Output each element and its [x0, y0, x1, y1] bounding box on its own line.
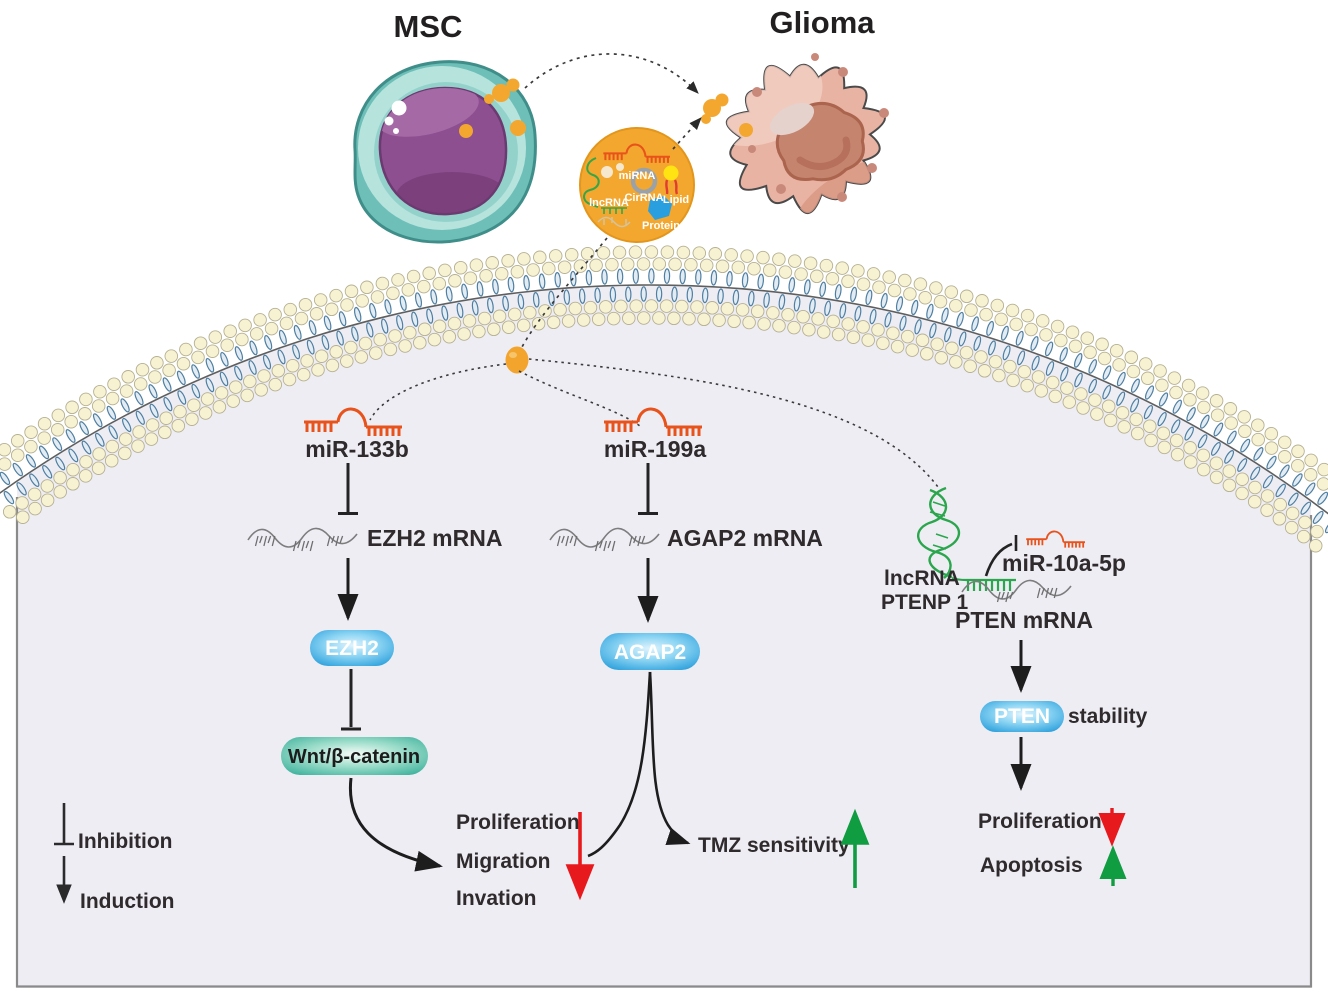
exosome-dot [505, 346, 529, 374]
effect-migration-label: Migration [456, 850, 551, 873]
mirna-hairpin-icon [603, 143, 671, 163]
cargo-distribution-curves [369, 358, 939, 488]
pten-pill-label: PTEN [994, 705, 1050, 728]
lipid-head-icon [663, 165, 679, 181]
pathway-mir133b: miR-133b EZH2 mRNA EZH2 Wnt/β-catenin Pr… [247, 407, 595, 910]
exosome-dots-at-msc-edge [459, 78, 526, 138]
vesicle-to-membrane-line [521, 237, 608, 348]
exosome-in-cytoplasm [369, 346, 939, 488]
effect-apoptosis-label: Apoptosis [980, 854, 1083, 877]
ezh2-inhibits-wnt [341, 669, 361, 731]
ezh2-mrna-label: EZH2 mRNA [367, 525, 502, 551]
ezh2-pill [310, 630, 394, 666]
protein-blob-icon [648, 196, 672, 220]
msc-to-glioma-arrow [524, 53, 699, 94]
mir10a5p-hairpin-icon [1026, 530, 1086, 548]
circrna-ring-icon [630, 167, 658, 195]
lipid-tails-icon [665, 179, 679, 195]
curve-to-lncrna [528, 358, 939, 488]
vesicle-granule [616, 163, 624, 171]
mir133b-label: miR-133b [305, 436, 409, 462]
pten-mrna-icon [961, 579, 1072, 603]
glioma-nucleus-fold [796, 136, 851, 170]
lncrna-label-line2: PTENP 1 [881, 591, 968, 614]
glioma-dots [748, 53, 889, 202]
agap2-pill [600, 633, 700, 670]
pathway-mir199a: miR-199a AGAP2 mRNA AGAP2 TMZ sensitivit… [549, 407, 870, 888]
cell-border [15, 497, 1313, 988]
mir199a-label: miR-199a [604, 436, 706, 462]
vesicle-lncrna-label: lncRNA [589, 197, 629, 209]
wnt-pill-label: Wnt/β-catenin [288, 746, 420, 768]
tmz-sensitivity-label: TMZ sensitivity [698, 834, 850, 857]
mir199a-hairpin-icon [604, 407, 702, 436]
wnt-effects-arrow [348, 777, 443, 872]
lncrna-icon-small [583, 157, 600, 208]
glioma-title: Glioma [769, 5, 875, 40]
inhibition-symbol [54, 803, 74, 846]
vesicle-protein-label: Protein [642, 220, 680, 232]
legend: Inhibition Induction [54, 803, 174, 913]
lncrna-comb-small [601, 207, 627, 214]
vesicle-mirna-label: miRNA [619, 170, 656, 182]
agap2-mrna-label: AGAP2 mRNA [667, 525, 823, 551]
ezh2-pill-label: EZH2 [325, 637, 379, 660]
sponge-inhibition-hook [984, 542, 1013, 577]
mir199a-inhibits-agap2 [638, 463, 658, 515]
agap2-pill-label: AGAP2 [614, 641, 686, 664]
cell-membrane [0, 245, 1328, 553]
msc-title: MSC [394, 9, 463, 44]
vesicle-granule [601, 166, 613, 178]
pten-pill [980, 701, 1064, 732]
legend-induction-label: Induction [80, 890, 174, 913]
lncrna-helix-icon [917, 486, 960, 579]
exosome-dot-in-glioma [739, 123, 753, 137]
glioma-nucleus-highlight [769, 102, 815, 136]
vesicle-circrna-label: CirRNA [624, 192, 663, 204]
msc-cell [353, 60, 537, 244]
pten-stability-label: stability [1068, 705, 1148, 728]
vesicle-rna-waves [597, 216, 631, 228]
exosome-dots-at-glioma-edge [701, 93, 729, 124]
pathway-ptenp1: lncRNA PTENP 1 miR-10a-5p PTEN mRNA PTEN… [881, 486, 1148, 886]
ezh2-mrna-icon [247, 527, 358, 552]
effect-proliferation-label: Proliferation [456, 811, 580, 834]
agap2-branch-left [587, 671, 652, 858]
msc-highlight-dots [384, 100, 407, 134]
effect-invation-label: Invation [456, 887, 537, 910]
exosome-vesicle: miRNA CirRNA Lipid lncRNA Protein [579, 127, 695, 243]
wnt-pill [281, 737, 428, 775]
pten-mrna-label: PTEN mRNA [955, 607, 1093, 633]
effect-proliferation-label: Proliferation [978, 810, 1102, 833]
exosome-dot-highlight [509, 352, 517, 358]
vesicle-lipid-label: Lipid [663, 194, 689, 206]
legend-inhibition-label: Inhibition [78, 830, 172, 853]
exosome-transfer-arrows [521, 53, 702, 348]
agap2-branch-right [648, 671, 691, 846]
agap2-mrna-icon [549, 527, 660, 552]
mir10a5p-label: miR-10a-5p [1002, 550, 1126, 576]
mir133b-inhibits-ezh2 [338, 463, 358, 515]
lncrna-label-line1: lncRNA [884, 567, 960, 590]
mir133b-hairpin-icon [304, 407, 402, 436]
